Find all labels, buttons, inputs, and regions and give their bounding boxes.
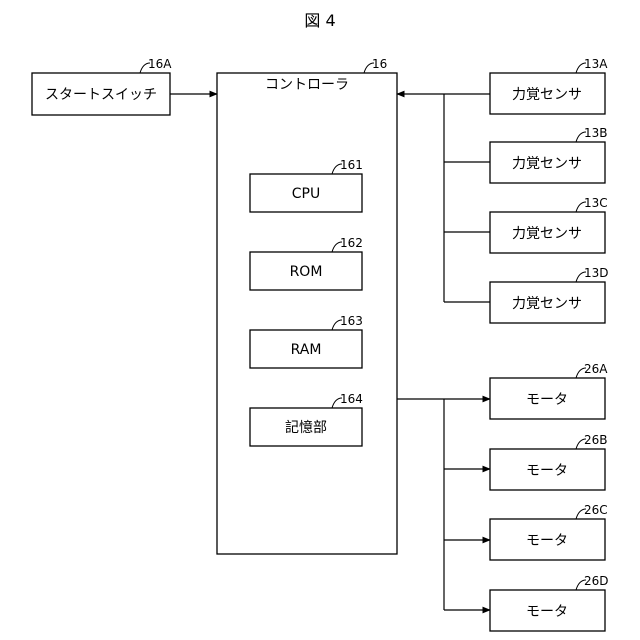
motor-d-ref: 26D <box>584 574 609 588</box>
force-sensor-d-block: 力覚センサ 13D <box>490 266 609 323</box>
force-sensor-a-block: 力覚センサ 13A <box>490 57 608 114</box>
force-sensor-d-ref: 13D <box>584 266 609 280</box>
cpu-ref: 161 <box>340 158 363 172</box>
force-sensor-a-ref: 13A <box>584 57 608 71</box>
motor-b-block: モータ 26B <box>490 433 608 490</box>
force-sensor-c-label: 力覚センサ <box>512 226 582 242</box>
start-switch-ref: 16A <box>148 57 172 71</box>
ram-label: RAM <box>291 342 322 358</box>
storage-label: 記憶部 <box>285 419 327 436</box>
force-sensor-d-label: 力覚センサ <box>512 296 582 312</box>
motor-d-block: モータ 26D <box>490 574 609 631</box>
motor-c-block: モータ 26C <box>490 503 608 560</box>
motor-b-ref: 26B <box>584 433 608 447</box>
force-sensor-b-block: 力覚センサ 13B <box>490 126 608 183</box>
motor-c-ref: 26C <box>584 503 608 517</box>
motor-a-block: モータ 26A <box>490 362 608 419</box>
force-sensor-b-ref: 13B <box>584 126 608 140</box>
motor-a-label: モータ <box>526 392 568 408</box>
force-sensor-c-ref: 13C <box>584 196 608 210</box>
controller-label: コントローラ <box>265 77 349 93</box>
force-sensor-b-label: 力覚センサ <box>512 156 582 172</box>
controller-ref: 16 <box>372 57 387 71</box>
storage-ref: 164 <box>340 392 363 406</box>
controller-block: コントローラ 16 <box>217 57 397 554</box>
motor-c-label: モータ <box>526 533 568 549</box>
start-switch-label: スタートスイッチ <box>45 87 157 103</box>
rom-label: ROM <box>290 264 323 280</box>
motor-b-label: モータ <box>526 463 568 479</box>
cpu-label: CPU <box>292 186 320 202</box>
force-sensor-c-block: 力覚センサ 13C <box>490 196 608 253</box>
figure-title: 図 4 <box>304 11 335 30</box>
motor-d-label: モータ <box>526 604 568 620</box>
start-switch-block: スタートスイッチ 16A <box>32 57 172 115</box>
force-sensor-a-label: 力覚センサ <box>512 87 582 103</box>
motor-a-ref: 26A <box>584 362 608 376</box>
rom-ref: 162 <box>340 236 363 250</box>
ram-ref: 163 <box>340 314 363 328</box>
